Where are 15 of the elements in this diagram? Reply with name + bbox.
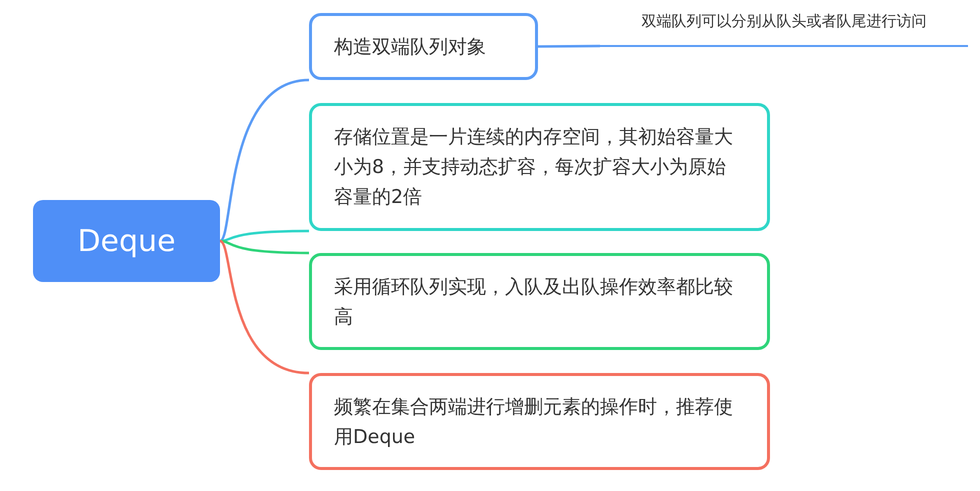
topic-text: 存储位置是一片连续的内存空间，其初始容量大小为8，并支持动态扩容，每次扩容大小为原始容量的2倍: [334, 125, 734, 210]
topic-box: [309, 253, 770, 350]
topic-text: 频繁在集合两端进行增删元素的操作时，推荐使用Deque: [334, 394, 734, 450]
branch-line: [220, 230, 310, 242]
branch-line: [220, 240, 310, 254]
topic-text: 采用循环队列实现，入队及出队操作效率都比较高: [334, 274, 734, 330]
topic-box: [309, 13, 538, 80]
topic-text: 构造双端队列对象: [334, 34, 486, 60]
topic-box: [309, 103, 770, 231]
root-box: Deque: [33, 200, 220, 282]
branch-line: [219, 78, 310, 242]
note-text: 双端队列可以分别从队头或者队尾进行访问: [642, 12, 926, 31]
topic-box: [309, 373, 770, 470]
branch-line: [538, 44, 600, 48]
branch-line: [219, 240, 310, 374]
